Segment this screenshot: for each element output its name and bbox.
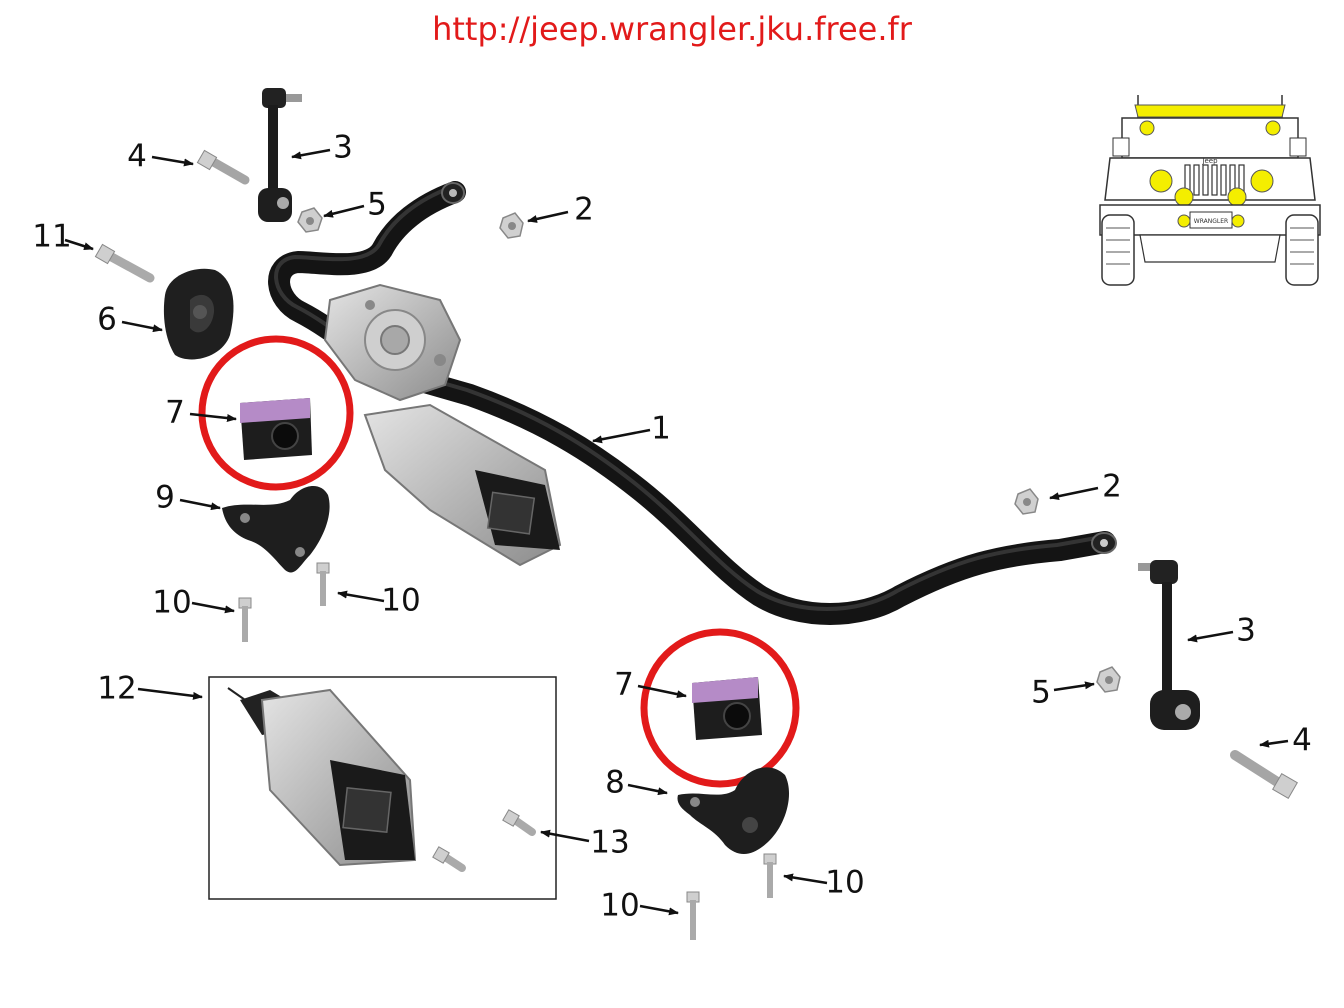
callout-12: 12 — [97, 670, 137, 707]
bolt-13-b — [432, 846, 466, 872]
left-link-nut — [297, 207, 323, 233]
disconnect-actuator — [323, 283, 562, 567]
right-link-nut — [1096, 666, 1121, 693]
right-sway-link — [1138, 560, 1200, 730]
callout-3-left: 3 — [333, 129, 353, 166]
jeep-front-icon: Jeep WRANGLER — [1099, 95, 1321, 286]
sway-bar — [268, 181, 1117, 625]
callout-7-right: 7 — [614, 666, 634, 703]
bolt-10-left-a — [238, 597, 252, 642]
callout-4-left: 4 — [127, 138, 147, 175]
callout-10-right: 10 — [825, 864, 865, 901]
bracket-8 — [677, 767, 790, 855]
source-url[interactable]: http://jeep.wrangler.jku.free.fr — [432, 10, 912, 48]
left-bushing — [240, 398, 312, 460]
bolt-10-right-b — [686, 891, 700, 940]
callout-4-right: 4 — [1292, 722, 1312, 759]
bolt-13-a — [502, 809, 536, 836]
inset-box-12 — [208, 676, 557, 900]
callout-7-left: 7 — [165, 394, 185, 431]
callout-13: 13 — [590, 824, 630, 861]
left-sway-link — [258, 88, 302, 222]
bracket-9 — [222, 485, 330, 573]
leader-arrows — [64, 148, 1289, 916]
callout-11: 11 — [32, 218, 72, 255]
left-highlight-circle — [198, 335, 354, 491]
right-link-bolt — [1230, 750, 1298, 799]
callout-9: 9 — [155, 479, 175, 516]
jeep-hood-text: Jeep — [1201, 157, 1218, 165]
callout-5-right: 5 — [1031, 674, 1051, 711]
callout-10-left: 10 — [152, 584, 192, 621]
callout-1: 1 — [651, 410, 671, 447]
callout-3-right: 3 — [1236, 612, 1256, 649]
right-bushing — [692, 677, 762, 740]
callout-2-right: 2 — [1102, 468, 1122, 505]
bolt-10-right-a — [763, 853, 777, 898]
callout-10-bottom: 10 — [600, 887, 640, 924]
callout-5-left: 5 — [367, 186, 387, 223]
upper-nut — [499, 212, 524, 239]
bolt-11 — [94, 243, 155, 283]
actuator-assembly-12 — [227, 687, 417, 867]
left-link-bolt — [196, 149, 250, 185]
callout-2-upper: 2 — [574, 191, 594, 228]
callout-8: 8 — [605, 764, 625, 801]
bracket-6 — [163, 268, 234, 360]
bolt-10-left-b — [316, 562, 330, 606]
callout-6: 6 — [97, 301, 117, 338]
jeep-grille-text: WRANGLER — [1194, 218, 1228, 225]
right-highlight-circle — [640, 628, 800, 788]
callout-10-mid: 10 — [381, 582, 421, 619]
right-nut — [1014, 488, 1039, 515]
